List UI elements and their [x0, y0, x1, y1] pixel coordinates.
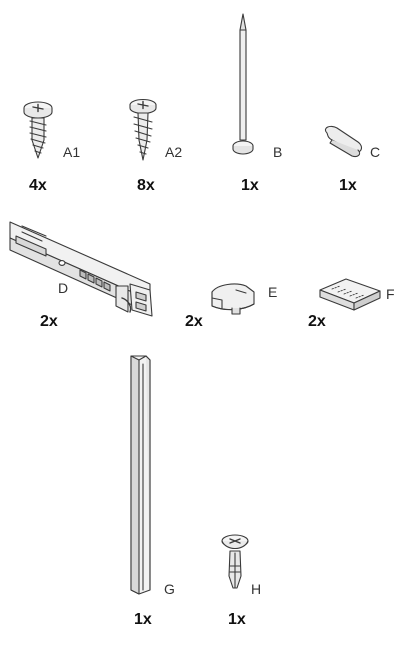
part-label-d: D	[58, 280, 69, 296]
part-label-a2: A2	[165, 144, 183, 160]
part-label-h: H	[251, 581, 262, 597]
part-label-b: B	[273, 144, 283, 160]
cap-clip-icon	[211, 283, 255, 315]
screw-icon	[23, 101, 53, 159]
nail-icon	[232, 13, 254, 155]
bracket-rail-icon	[9, 221, 153, 317]
quantity-d: 2x	[40, 313, 58, 330]
adhesive-pad-icon	[319, 278, 381, 311]
part-label-g: G	[164, 581, 175, 597]
part-label-a1: A1	[63, 144, 81, 160]
anchor-screw-icon	[221, 534, 249, 589]
quantity-h: 1x	[228, 611, 246, 628]
part-label-f: F	[386, 286, 395, 302]
quantity-g: 1x	[134, 611, 152, 628]
quantity-a1: 4x	[29, 177, 47, 194]
quantity-e: 2x	[185, 313, 203, 330]
part-label-c: C	[370, 144, 381, 160]
wood-screw-icon	[129, 98, 157, 161]
quantity-a2: 8x	[137, 177, 155, 194]
profile-strip-icon	[130, 355, 151, 595]
part-label-e: E	[268, 284, 278, 300]
wedge-pad-icon	[324, 125, 363, 158]
quantity-f: 2x	[308, 313, 326, 330]
quantity-b: 1x	[241, 177, 259, 194]
quantity-c: 1x	[339, 177, 357, 194]
